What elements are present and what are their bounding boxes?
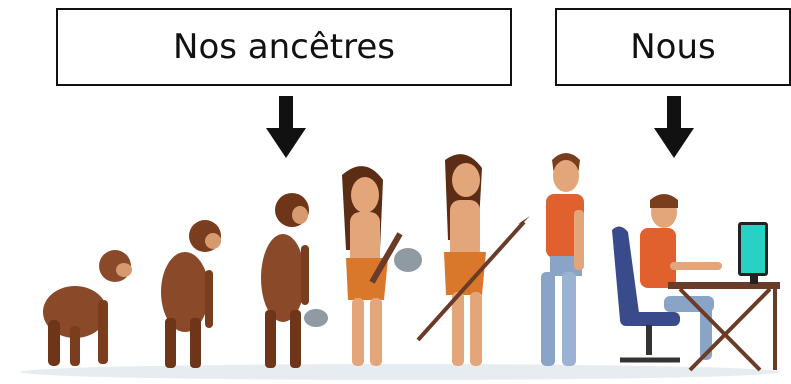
- arrow-down-icon-us: [654, 96, 694, 158]
- figure-caveman-hammer: [342, 166, 422, 366]
- figure-ape: [161, 220, 221, 368]
- label-us-text: Nous: [630, 27, 716, 67]
- label-ancestors-text: Nos ancêtres: [173, 27, 395, 67]
- figure-man-at-computer: [612, 194, 780, 372]
- figure-caveman-spear: [416, 154, 530, 366]
- figure-early-hominid: [261, 193, 328, 368]
- label-box-ancestors: Nos ancêtres: [56, 8, 512, 86]
- evolution-illustration: [20, 153, 780, 380]
- figure-modern-man: [541, 153, 584, 366]
- figure-monkey: [43, 250, 132, 366]
- label-box-us: Nous: [555, 8, 791, 86]
- arrow-down-icon-ancestors: [266, 96, 306, 158]
